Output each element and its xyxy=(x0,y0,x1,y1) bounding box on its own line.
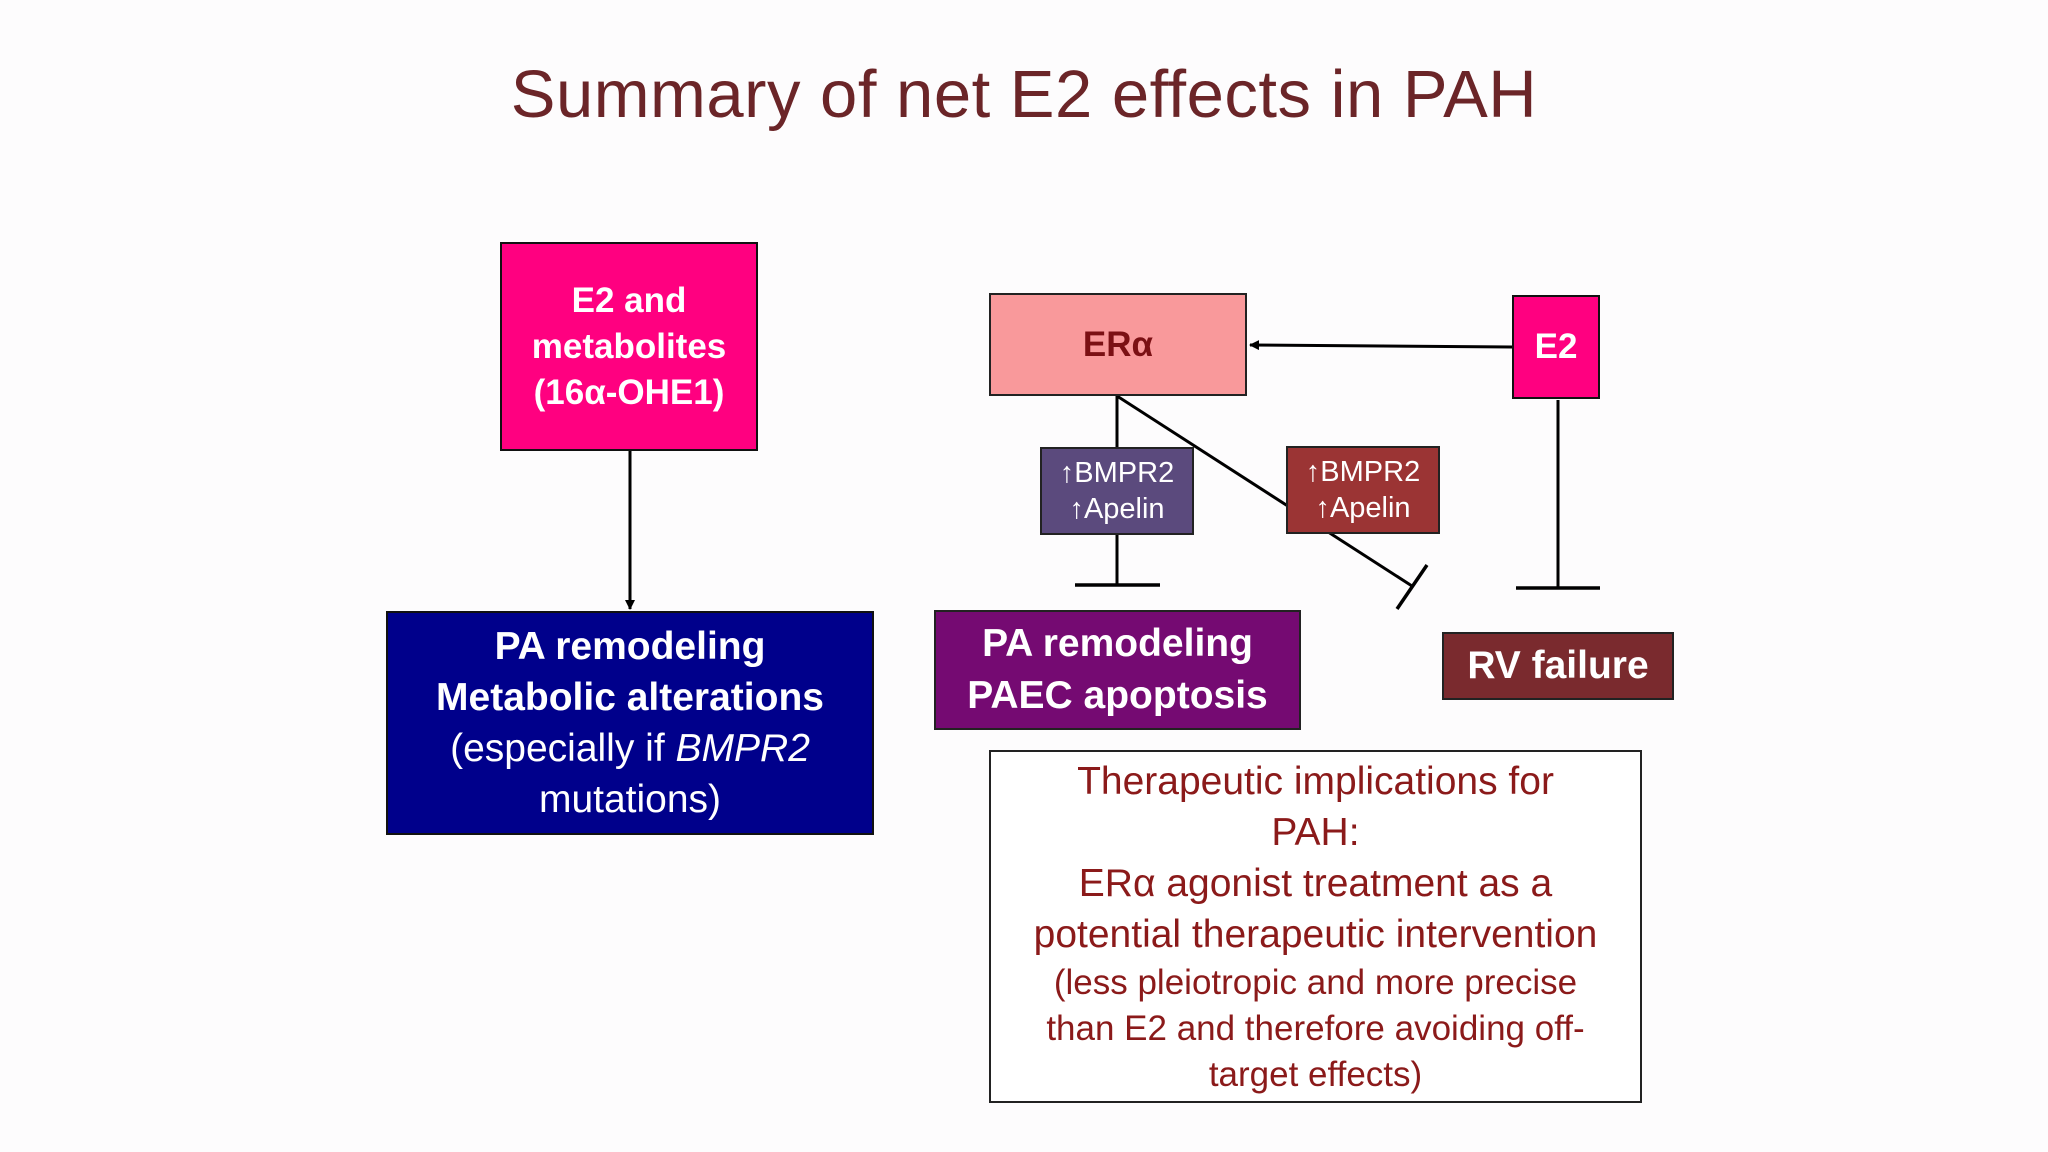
pa-remodeling-metabolic-box: PA remodeling Metabolic alterations (esp… xyxy=(386,611,874,835)
remodeling-line-1: PA remodeling xyxy=(494,625,766,668)
slide-title: Summary of net E2 effects in PAH xyxy=(510,57,1538,132)
remodeling-qualifier: (especially if xyxy=(450,727,676,770)
implications-line-5: (less pleiotropic and more precise xyxy=(1053,962,1578,1002)
pa-apoptosis-line-1: PA remodeling xyxy=(982,622,1253,665)
pa-remodeling-apoptosis-box: PA remodeling PAEC apoptosis xyxy=(934,610,1301,730)
implications-line-2: PAH: xyxy=(1271,810,1360,854)
e2-metabolites-line-1: E2 and xyxy=(571,280,687,320)
arrow-e2-to-era xyxy=(1249,340,1513,351)
remodeling-line-4: mutations) xyxy=(538,778,722,821)
mediator-box-right: ↑BMPR2 ↑Apelin xyxy=(1286,446,1440,534)
remodeling-line-3: (especially if BMPR2 xyxy=(450,723,810,774)
implications-line-7: target effects) xyxy=(1208,1054,1423,1094)
pa-apoptosis-line-2: PAEC apoptosis xyxy=(967,674,1268,717)
mediator-right-apelin: ↑Apelin xyxy=(1315,492,1411,524)
implications-line-1: Therapeutic implications for xyxy=(1077,759,1554,803)
mediator-box-left: ↑BMPR2 ↑Apelin xyxy=(1040,447,1194,535)
e2-label: E2 xyxy=(1534,327,1578,366)
mediator-right-bmpr2: ↑BMPR2 xyxy=(1305,456,1421,488)
e2-metabolites-line-2: metabolites xyxy=(531,326,727,366)
implications-line-6: than E2 and therefore avoiding off- xyxy=(1046,1008,1585,1048)
rv-failure-box: RV failure xyxy=(1442,632,1674,700)
era-label: ERα xyxy=(1082,324,1154,364)
implications-line-4: potential therapeutic intervention xyxy=(1033,912,1598,956)
bmpr2-gene-italic: BMPR2 xyxy=(675,727,810,770)
e2-metabolites-line-3: (16α-OHE1) xyxy=(533,372,725,412)
era-box: ERα xyxy=(989,293,1247,396)
mediator-left-apelin: ↑Apelin xyxy=(1069,493,1165,525)
rv-failure-label: RV failure xyxy=(1467,644,1649,687)
mediator-left-bmpr2: ↑BMPR2 xyxy=(1059,457,1175,489)
inhibit-bar-rv-diagonal xyxy=(1395,564,1429,610)
remodeling-line-2: Metabolic alterations xyxy=(436,676,824,719)
e2-box: E2 xyxy=(1512,295,1600,399)
therapeutic-implications-box: Therapeutic implications for PAH: ERα ag… xyxy=(989,750,1642,1103)
e2-metabolites-box: E2 and metabolites (16α-OHE1) xyxy=(500,242,758,451)
inhibit-era-to-rv-failure xyxy=(1116,394,1413,588)
implications-line-3: ERα agonist treatment as a xyxy=(1078,861,1553,905)
